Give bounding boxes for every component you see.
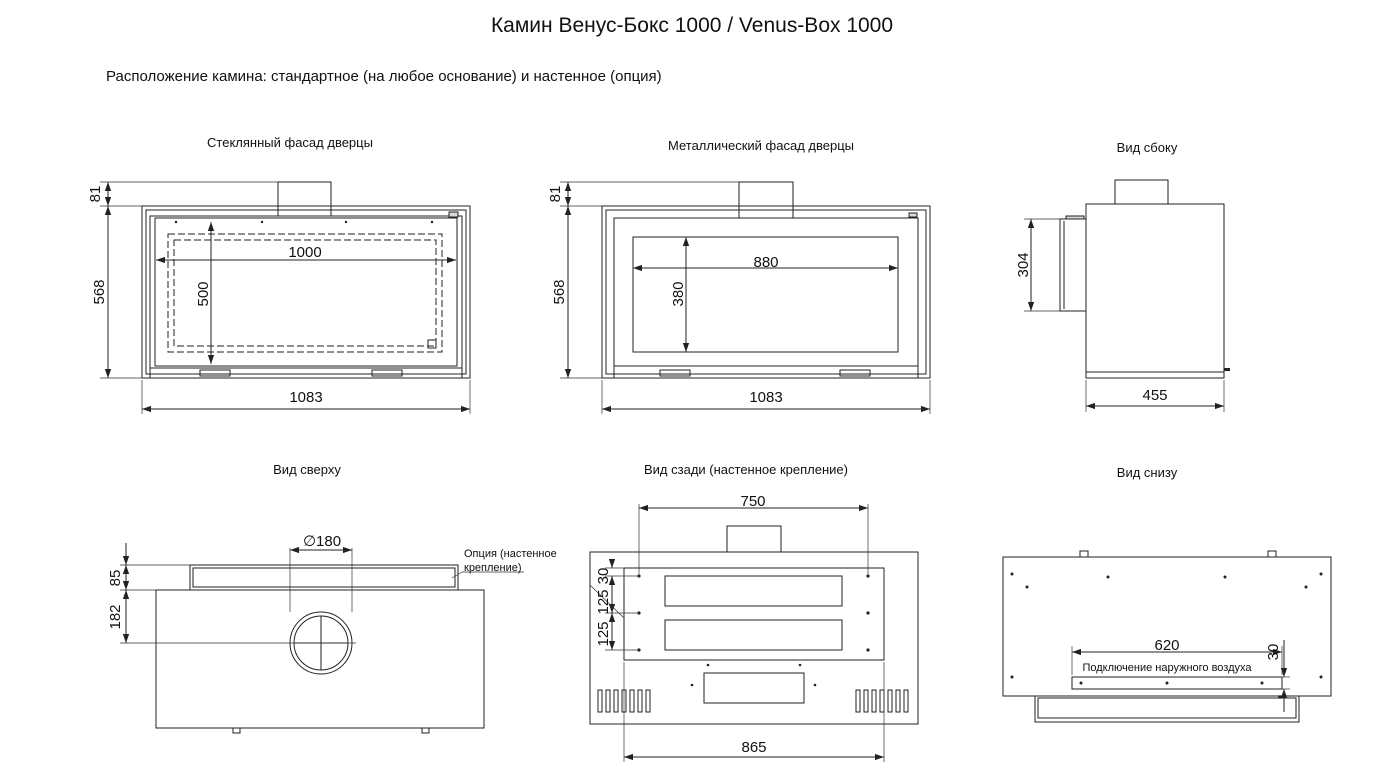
caption-bottom-view: Вид снизу <box>1116 465 1178 480</box>
dim-top-diameter: ∅180 <box>303 533 341 550</box>
dim-rear-750: 750 <box>740 493 765 510</box>
dim-metal-opening-width: 880 <box>753 254 778 271</box>
dim-side-depth: 455 <box>1142 387 1167 404</box>
dim-rear-865: 865 <box>741 739 766 756</box>
dim-side-height: 304 <box>1015 252 1032 277</box>
dim-glass-height: 568 <box>91 279 108 304</box>
glass-front-view: 81 568 1083 1000 500 <box>87 181 471 414</box>
dim-rear-30: 30 <box>595 568 612 585</box>
dim-glass-top: 81 <box>87 186 104 203</box>
caption-top-view: Вид сверху <box>273 462 341 477</box>
dim-bottom-30: 30 <box>1265 644 1282 661</box>
dim-rear-125-upper: 125 <box>595 589 612 614</box>
rear-view: 750 865 30 125 125 <box>589 493 919 762</box>
dim-top-85: 85 <box>107 570 124 587</box>
metal-front-view: 81 568 1083 880 380 <box>547 181 931 414</box>
dim-top-182: 182 <box>107 604 124 629</box>
note-wall-mount-line2: крепление) <box>464 562 522 574</box>
dim-glass-inner-width: 1000 <box>288 244 321 261</box>
caption-glass-front: Стеклянный фасад дверцы <box>207 135 373 150</box>
page-title: Камин Венус-Бокс 1000 / Venus-Box 1000 <box>490 14 894 37</box>
caption-side-view: Вид сбоку <box>1116 140 1178 155</box>
caption-metal-front: Металлический фасад дверцы <box>667 138 855 153</box>
top-view: ∅180 85 182 Опция (настенное крепление) <box>107 533 557 734</box>
dim-rear-125-lower: 125 <box>595 621 612 646</box>
side-view: 304 455 <box>1015 179 1230 412</box>
rear-vents-right <box>855 689 909 713</box>
dim-bottom-620: 620 <box>1154 637 1179 654</box>
dim-metal-width: 1083 <box>749 389 782 406</box>
page-subtitle: Расположение камина: стандартное (на люб… <box>106 68 662 85</box>
caption-rear-view: Вид сзади (настенное крепление) <box>644 462 848 477</box>
dim-glass-width: 1083 <box>289 389 322 406</box>
note-wall-mount-line1: Опция (настенное <box>464 548 557 560</box>
dim-metal-height: 568 <box>551 279 568 304</box>
dim-glass-inner-height: 500 <box>195 281 212 306</box>
bottom-view: 620 30 Подключение наружного воздуха <box>1002 550 1332 723</box>
note-outdoor-air: Подключение наружного воздуха <box>1082 662 1252 674</box>
dim-metal-opening-height: 380 <box>670 281 687 306</box>
dim-metal-top: 81 <box>547 186 564 203</box>
